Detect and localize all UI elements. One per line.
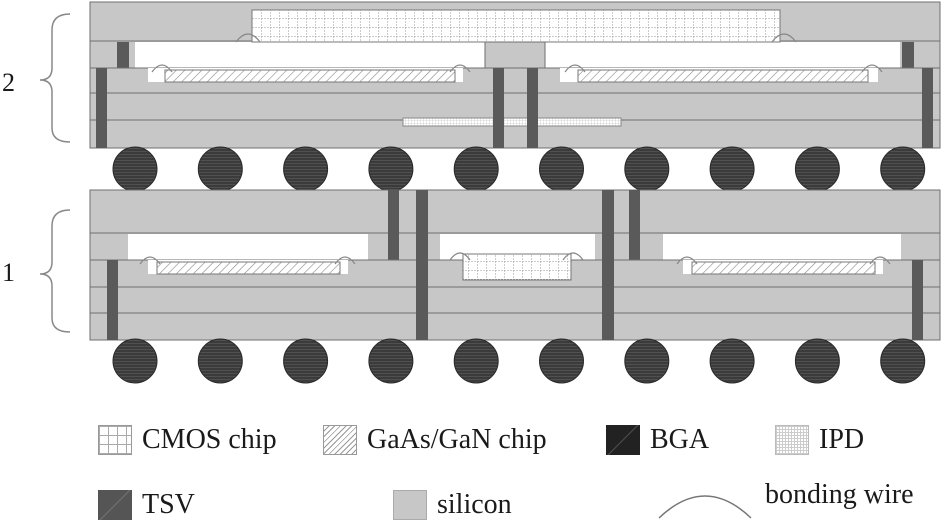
bonding-wire xyxy=(771,33,797,43)
bga-ball xyxy=(539,146,584,192)
bga-ball xyxy=(453,146,499,192)
stack-2-gaas-chip-right xyxy=(577,69,869,83)
bonding-wire xyxy=(334,256,356,265)
tsv xyxy=(922,68,933,148)
bonding-wire xyxy=(564,64,586,73)
bga-ball xyxy=(283,338,329,384)
bga-ball xyxy=(197,338,243,384)
bga-ball xyxy=(880,146,926,192)
tsv xyxy=(388,190,399,260)
stack-2 xyxy=(39,1,941,149)
bga-ball xyxy=(709,338,755,384)
bonding-wire xyxy=(562,252,584,261)
bga-ball xyxy=(453,338,499,384)
gaas-swatch xyxy=(323,425,357,455)
tsv xyxy=(96,68,107,148)
stack-2-brace xyxy=(39,13,71,143)
cmos-swatch xyxy=(98,425,132,455)
bga-swatch xyxy=(606,425,640,455)
legend-label: TSV xyxy=(142,489,195,520)
stack-1-gaas-chip-left xyxy=(156,261,341,275)
stack-2-cmos-chip xyxy=(251,9,781,43)
bonding-wire xyxy=(449,64,471,73)
bonding-wire xyxy=(449,252,471,261)
legend-label: GaAs/GaN chip xyxy=(367,424,547,455)
stack-1-brace xyxy=(39,209,71,333)
silicon-swatch xyxy=(393,490,427,520)
bga-ball xyxy=(539,338,584,384)
bga-ball xyxy=(794,338,840,384)
legend-label: bonding wire xyxy=(765,479,914,510)
stack-2-gaas-chip-left xyxy=(164,69,456,83)
stack-2-ipd xyxy=(402,117,622,127)
bonding-wire xyxy=(139,256,161,265)
layer-label-1: 1 xyxy=(2,258,15,287)
ipd-swatch xyxy=(775,425,809,455)
legend-bga: BGA xyxy=(606,425,709,455)
bonding-wire xyxy=(235,33,261,43)
bga-ball xyxy=(197,146,243,192)
tsv xyxy=(416,190,428,340)
bonding-wire xyxy=(676,256,698,265)
bonding-wire xyxy=(869,256,891,265)
tsv xyxy=(117,42,129,68)
tsv xyxy=(902,42,914,68)
bga-ball xyxy=(368,146,414,192)
bonding-wire xyxy=(151,64,173,73)
tsv xyxy=(107,260,118,340)
bonding-wire-swatch xyxy=(658,495,752,519)
stack-1 xyxy=(39,189,941,341)
bga-row-bottom xyxy=(112,338,926,384)
bga-ball xyxy=(112,338,158,384)
bga-ball xyxy=(624,338,670,384)
bga-row-top xyxy=(112,146,926,192)
legend-label: BGA xyxy=(650,424,710,455)
legend-label: CMOS chip xyxy=(142,424,277,455)
tsv xyxy=(912,260,923,340)
bga-ball xyxy=(709,146,755,192)
tsv xyxy=(493,68,504,148)
tsv xyxy=(602,190,614,340)
legend-ipd: IPD xyxy=(775,425,864,455)
legend-label: silicon xyxy=(437,489,512,520)
tsv-swatch xyxy=(98,490,132,520)
legend-tsv: TSV xyxy=(98,490,195,520)
bga-ball xyxy=(880,338,926,384)
legend-cmos: CMOS chip xyxy=(98,425,277,455)
legend-silicon: silicon xyxy=(393,490,512,520)
tsv xyxy=(527,68,538,148)
bga-ball xyxy=(624,146,670,192)
bga-ball xyxy=(112,146,158,192)
tsv xyxy=(629,190,640,260)
bga-ball xyxy=(794,146,840,192)
stack-1-gaas-chip-right xyxy=(691,261,876,275)
legend-wire: bonding wire xyxy=(655,480,914,520)
layer-label-2: 2 xyxy=(2,68,15,97)
stack-2-center-pillar xyxy=(484,41,546,69)
bga-ball xyxy=(283,146,329,192)
bonding-wire xyxy=(861,64,883,73)
legend-label: IPD xyxy=(819,424,865,455)
bga-ball xyxy=(368,338,414,384)
legend-gaas: GaAs/GaN chip xyxy=(323,425,547,455)
stack-1-cmos-chip xyxy=(462,253,572,281)
